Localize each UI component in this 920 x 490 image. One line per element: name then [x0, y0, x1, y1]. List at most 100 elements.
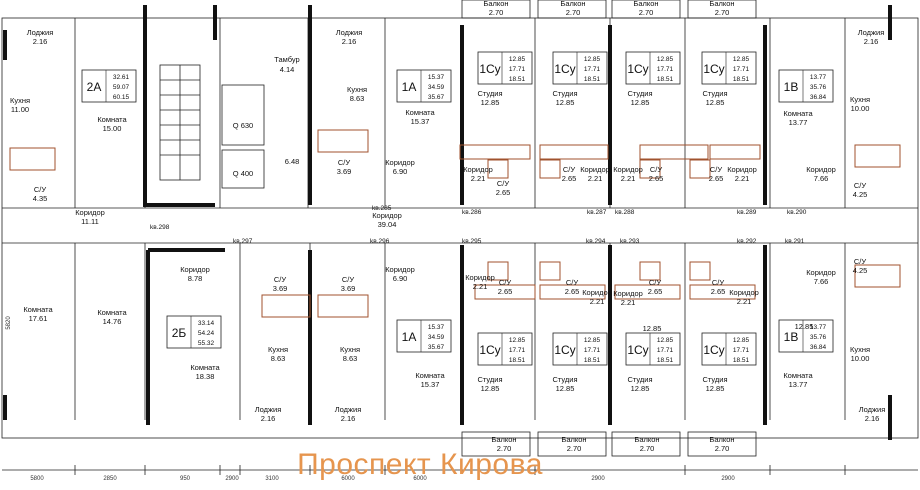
room-area: 2.70 [639, 8, 654, 17]
room-area: 12.85 [556, 98, 575, 107]
room-area: 12.85 [556, 384, 575, 393]
room-area: 10.00 [851, 354, 870, 363]
room-area: 14.76 [103, 317, 122, 326]
room-area: 4.35 [33, 194, 48, 203]
room-area: 10.00 [851, 104, 870, 113]
room-area: 2.65 [711, 287, 726, 296]
room-area: 7.66 [814, 174, 829, 183]
room-area: 2.70 [489, 8, 504, 17]
room-area: 2.65 [498, 287, 513, 296]
apartment-number: kв.289 [737, 209, 757, 216]
apartment-type-boxes: 2А32.6159.0760.151А15.3734.5935.671Су12.… [81, 51, 834, 366]
room-label: С/У2.65 [562, 165, 577, 183]
room-label: С/У4.25 [853, 257, 868, 275]
room-label: С/У4.25 [853, 181, 868, 199]
apartment-number: kв.295 [462, 238, 482, 245]
dimension-label: 2850 [103, 476, 117, 482]
room-area: 2.16 [33, 37, 48, 46]
room-name: Кухня [347, 85, 367, 94]
living-area: 12.85 [584, 56, 601, 63]
room-name: Кухня [850, 95, 870, 104]
dimension-label: 5800 [30, 476, 44, 482]
room-area: 4.25 [853, 266, 868, 275]
room-name: Комната [415, 371, 445, 380]
room-area: 2.21 [588, 174, 603, 183]
tambur-area: 4.14 [280, 65, 295, 74]
dimension-label: 5820 [6, 316, 12, 330]
room-name: Коридор [582, 288, 612, 297]
living-area: 12.85 [657, 337, 674, 344]
plain-area-label: 12.85 [643, 324, 662, 333]
total-area-with-balcony: 18.51 [584, 76, 601, 83]
room-area: 2.16 [865, 414, 880, 423]
room-name: С/У [338, 158, 351, 167]
apartment-number: kв.297 [233, 238, 253, 245]
room-name: Студия [552, 89, 577, 98]
living-area: 12.85 [657, 56, 674, 63]
dimension-label: 6000 [413, 476, 427, 482]
dimension-label: 2900 [225, 476, 239, 482]
total-area: 35.76 [810, 84, 827, 91]
room-name: Студия [477, 89, 502, 98]
plain-area-label: 12.85 [795, 322, 814, 331]
room-label: С/У2.65 [649, 165, 664, 183]
room-name: Коридор [729, 288, 759, 297]
room-name: С/У [566, 278, 579, 287]
room-area: 2.16 [342, 37, 357, 46]
room-area: 2.21 [735, 174, 750, 183]
room-name: С/У [649, 278, 662, 287]
total-area-with-balcony: 18.51 [657, 357, 674, 364]
room-area: 12.85 [706, 98, 725, 107]
room-name: С/У [342, 275, 355, 284]
room-area: 8.63 [350, 94, 365, 103]
room-name: Коридор [727, 165, 757, 174]
total-area-with-balcony: 55.32 [198, 340, 215, 347]
shaft-area: 6.48 [285, 157, 300, 166]
room-area: 8.78 [188, 274, 203, 283]
room-name: Коридор [180, 265, 210, 274]
room-area: 2.70 [640, 444, 655, 453]
living-area: 13.77 [810, 74, 827, 81]
room-area: 13.77 [789, 380, 808, 389]
room-area: 2.65 [709, 174, 724, 183]
room-area: 12.85 [481, 98, 500, 107]
room-area: 12.85 [631, 98, 650, 107]
apartment-type-code: 1Су [554, 343, 575, 357]
room-name: С/У [854, 181, 867, 190]
apartment-number: kв.285 [372, 205, 392, 212]
living-area: 12.85 [509, 337, 526, 344]
room-area: 39.04 [378, 220, 397, 229]
room-name: Лоджия [858, 28, 885, 37]
room-label: С/У2.65 [496, 179, 511, 197]
room-area: 6.90 [393, 167, 408, 176]
total-area: 54.24 [198, 330, 215, 337]
total-area-with-balcony: 35.67 [428, 94, 445, 101]
room-area: 2.65 [562, 174, 577, 183]
room-name: С/У [497, 179, 510, 188]
elevator-1-label: Q 630 [233, 121, 253, 130]
room-area: 17.61 [29, 314, 48, 323]
living-area: 32.61 [113, 74, 130, 81]
room-name: Лоджия [336, 28, 363, 37]
